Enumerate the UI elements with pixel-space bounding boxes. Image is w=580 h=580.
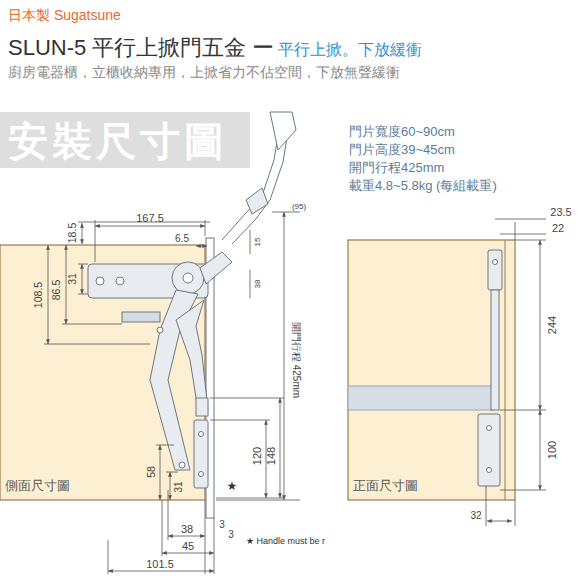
shelf — [348, 386, 494, 410]
handle-mark: ★ — [227, 480, 238, 493]
spec-text: 載重4.8~5.8kg (每組載重) — [349, 179, 497, 193]
dimension: 58 — [146, 466, 158, 478]
node-label: 側面尺寸圖 — [5, 479, 70, 494]
dimension: 167.5 — [136, 212, 164, 224]
subtitle: 廚房電器櫃，立櫃收納專用，上掀省力不佔空間，下放無聲緩衝 — [8, 66, 400, 81]
dimension: 18.5 — [67, 223, 79, 243]
front-view-panel: 正面尺寸圖 — [348, 240, 531, 500]
dimension: 3 — [219, 519, 225, 530]
dimension: 38 — [254, 280, 263, 289]
dimension: 100 — [546, 441, 558, 459]
dimension: 38 — [181, 523, 193, 535]
dimension: 6.5 — [175, 233, 189, 244]
cabinet-side-edge — [505, 240, 506, 500]
node-label: 正面尺寸圖 — [353, 479, 418, 494]
dimension: 148 — [265, 447, 277, 465]
spec-text: 門片高度39~45cm — [349, 143, 455, 157]
brand-label: 日本製 Sugatsune — [8, 8, 121, 23]
dimension: 開門行程 425mm — [291, 322, 302, 398]
lift-mechanism-front — [478, 250, 502, 486]
note: ★ Handle must be r — [246, 537, 325, 547]
dimension: 3 — [228, 529, 234, 540]
dimension: 31 — [173, 481, 184, 492]
cabinet-side — [0, 245, 205, 500]
dimension: 23.5 — [550, 206, 571, 218]
dimension: 32 — [470, 510, 481, 521]
spec-text: 開門行程425mm — [349, 161, 444, 175]
dimension: 86.5 — [51, 280, 63, 300]
dimension: 108.5 — [33, 282, 45, 308]
dimension: 22 — [552, 222, 564, 234]
section-band: 安裝尺寸圖 — [0, 112, 266, 170]
dimension: 244 — [546, 316, 558, 334]
lift-mechanism-side — [88, 112, 296, 518]
cabinet-front — [348, 240, 515, 500]
dimension: (95) — [292, 203, 306, 212]
dimension-lines — [44, 212, 546, 574]
dimension: 45 — [182, 540, 194, 552]
dimension: 101.5 — [146, 558, 174, 570]
dimension: 15 — [254, 238, 263, 247]
node-label: 安裝尺寸圖 — [8, 118, 228, 164]
title-band-fill — [0, 112, 250, 168]
dimension: 31 — [67, 273, 79, 285]
product-title: SLUN-5 平行上掀門五金 ー — [8, 36, 274, 60]
tagline: 平行上掀。下放緩衝 — [278, 41, 422, 59]
dimension: 120 — [251, 447, 263, 465]
spec-text: 門片寬度60~90cm — [349, 125, 455, 139]
